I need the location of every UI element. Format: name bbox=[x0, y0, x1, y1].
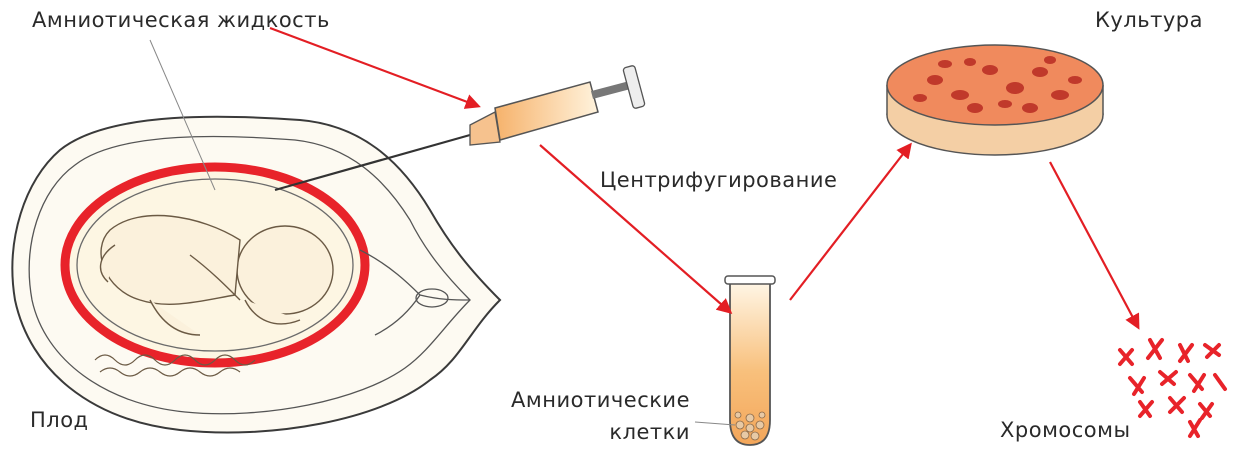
syringe-tip bbox=[470, 112, 500, 145]
label-amniotic-cells-line2: клетки bbox=[490, 422, 690, 443]
dish-culture-surface bbox=[887, 45, 1103, 125]
arrow-culture-to-chromosomes bbox=[1050, 162, 1138, 327]
chromosomes-cluster bbox=[1120, 340, 1225, 436]
label-fetus: Плод bbox=[30, 410, 89, 431]
uterus-illustration bbox=[12, 117, 500, 433]
label-culture: Культура bbox=[1095, 10, 1203, 31]
petri-dish bbox=[887, 45, 1103, 155]
label-centrifugation: Центрифугирование bbox=[600, 170, 837, 191]
syringe-barrel bbox=[495, 82, 598, 140]
tube-rim bbox=[725, 276, 775, 284]
cells-leader-line bbox=[695, 422, 735, 425]
arrow-fluid-to-syringe bbox=[270, 28, 478, 106]
label-amniotic-fluid: Амниотическая жидкость bbox=[32, 10, 330, 31]
label-amniotic-cells-line1: Амниотические bbox=[490, 390, 690, 411]
syringe-plunger-rod bbox=[592, 85, 630, 95]
test-tube bbox=[695, 276, 775, 445]
label-chromosomes: Хромосомы bbox=[1000, 420, 1131, 441]
